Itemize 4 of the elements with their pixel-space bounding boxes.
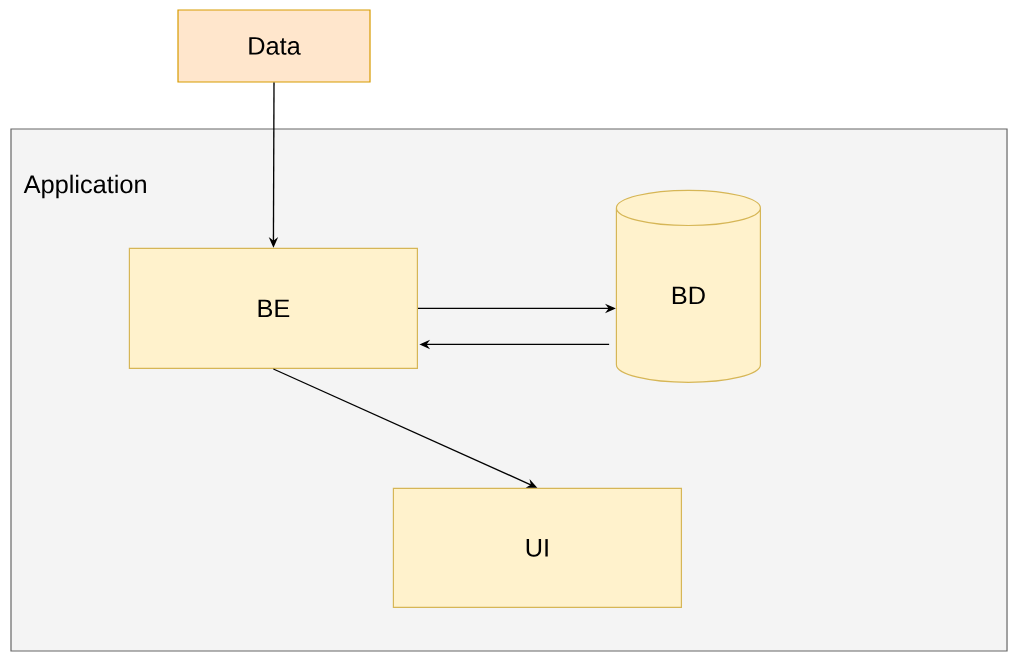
database-cylinder: BD [615,189,761,383]
data-box: Data [177,9,371,83]
process-box: UI [392,487,682,608]
process-box: BE [128,247,418,369]
